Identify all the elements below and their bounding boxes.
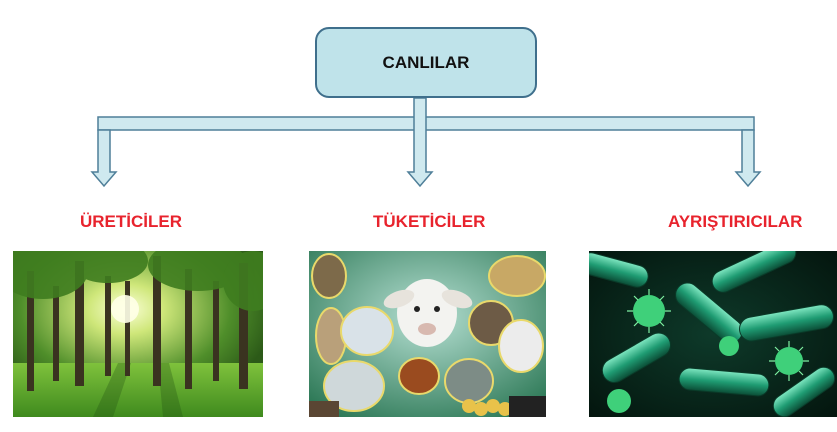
arrow-to-producers bbox=[90, 129, 118, 188]
animals-collage-image bbox=[309, 251, 546, 417]
decomposers-label: AYRIŞTIRICILAR bbox=[668, 212, 803, 231]
arrow-to-consumers bbox=[406, 97, 434, 188]
forest-image bbox=[13, 251, 263, 417]
root-node-box: CANLILAR bbox=[315, 27, 537, 98]
producers-label: ÜRETİCİLER bbox=[80, 212, 182, 231]
root-node-label: CANLILAR bbox=[382, 52, 470, 72]
bacteria-image bbox=[589, 251, 837, 417]
consumers-label: TÜKETİCİLER bbox=[373, 212, 486, 231]
arrow-to-decomposers bbox=[734, 129, 762, 188]
